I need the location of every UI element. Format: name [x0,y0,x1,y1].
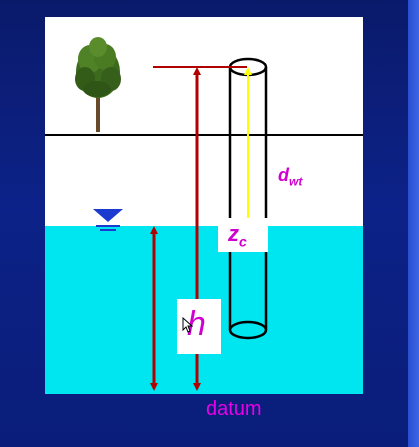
zc-label-box [218,218,268,252]
diagram-svg [45,37,363,391]
dwt-label-box [274,161,314,197]
water-table-symbol-icon [93,209,123,231]
slide-edge-strip [408,0,419,447]
dwt-label: dwt [278,165,303,189]
diagram-panel: zc dwt h [45,17,363,394]
datum-label: datum [206,398,262,420]
zc-label: zc [228,221,247,250]
mouse-cursor-icon [182,317,194,333]
h-label: h [187,305,206,343]
tree-icon [75,37,121,132]
